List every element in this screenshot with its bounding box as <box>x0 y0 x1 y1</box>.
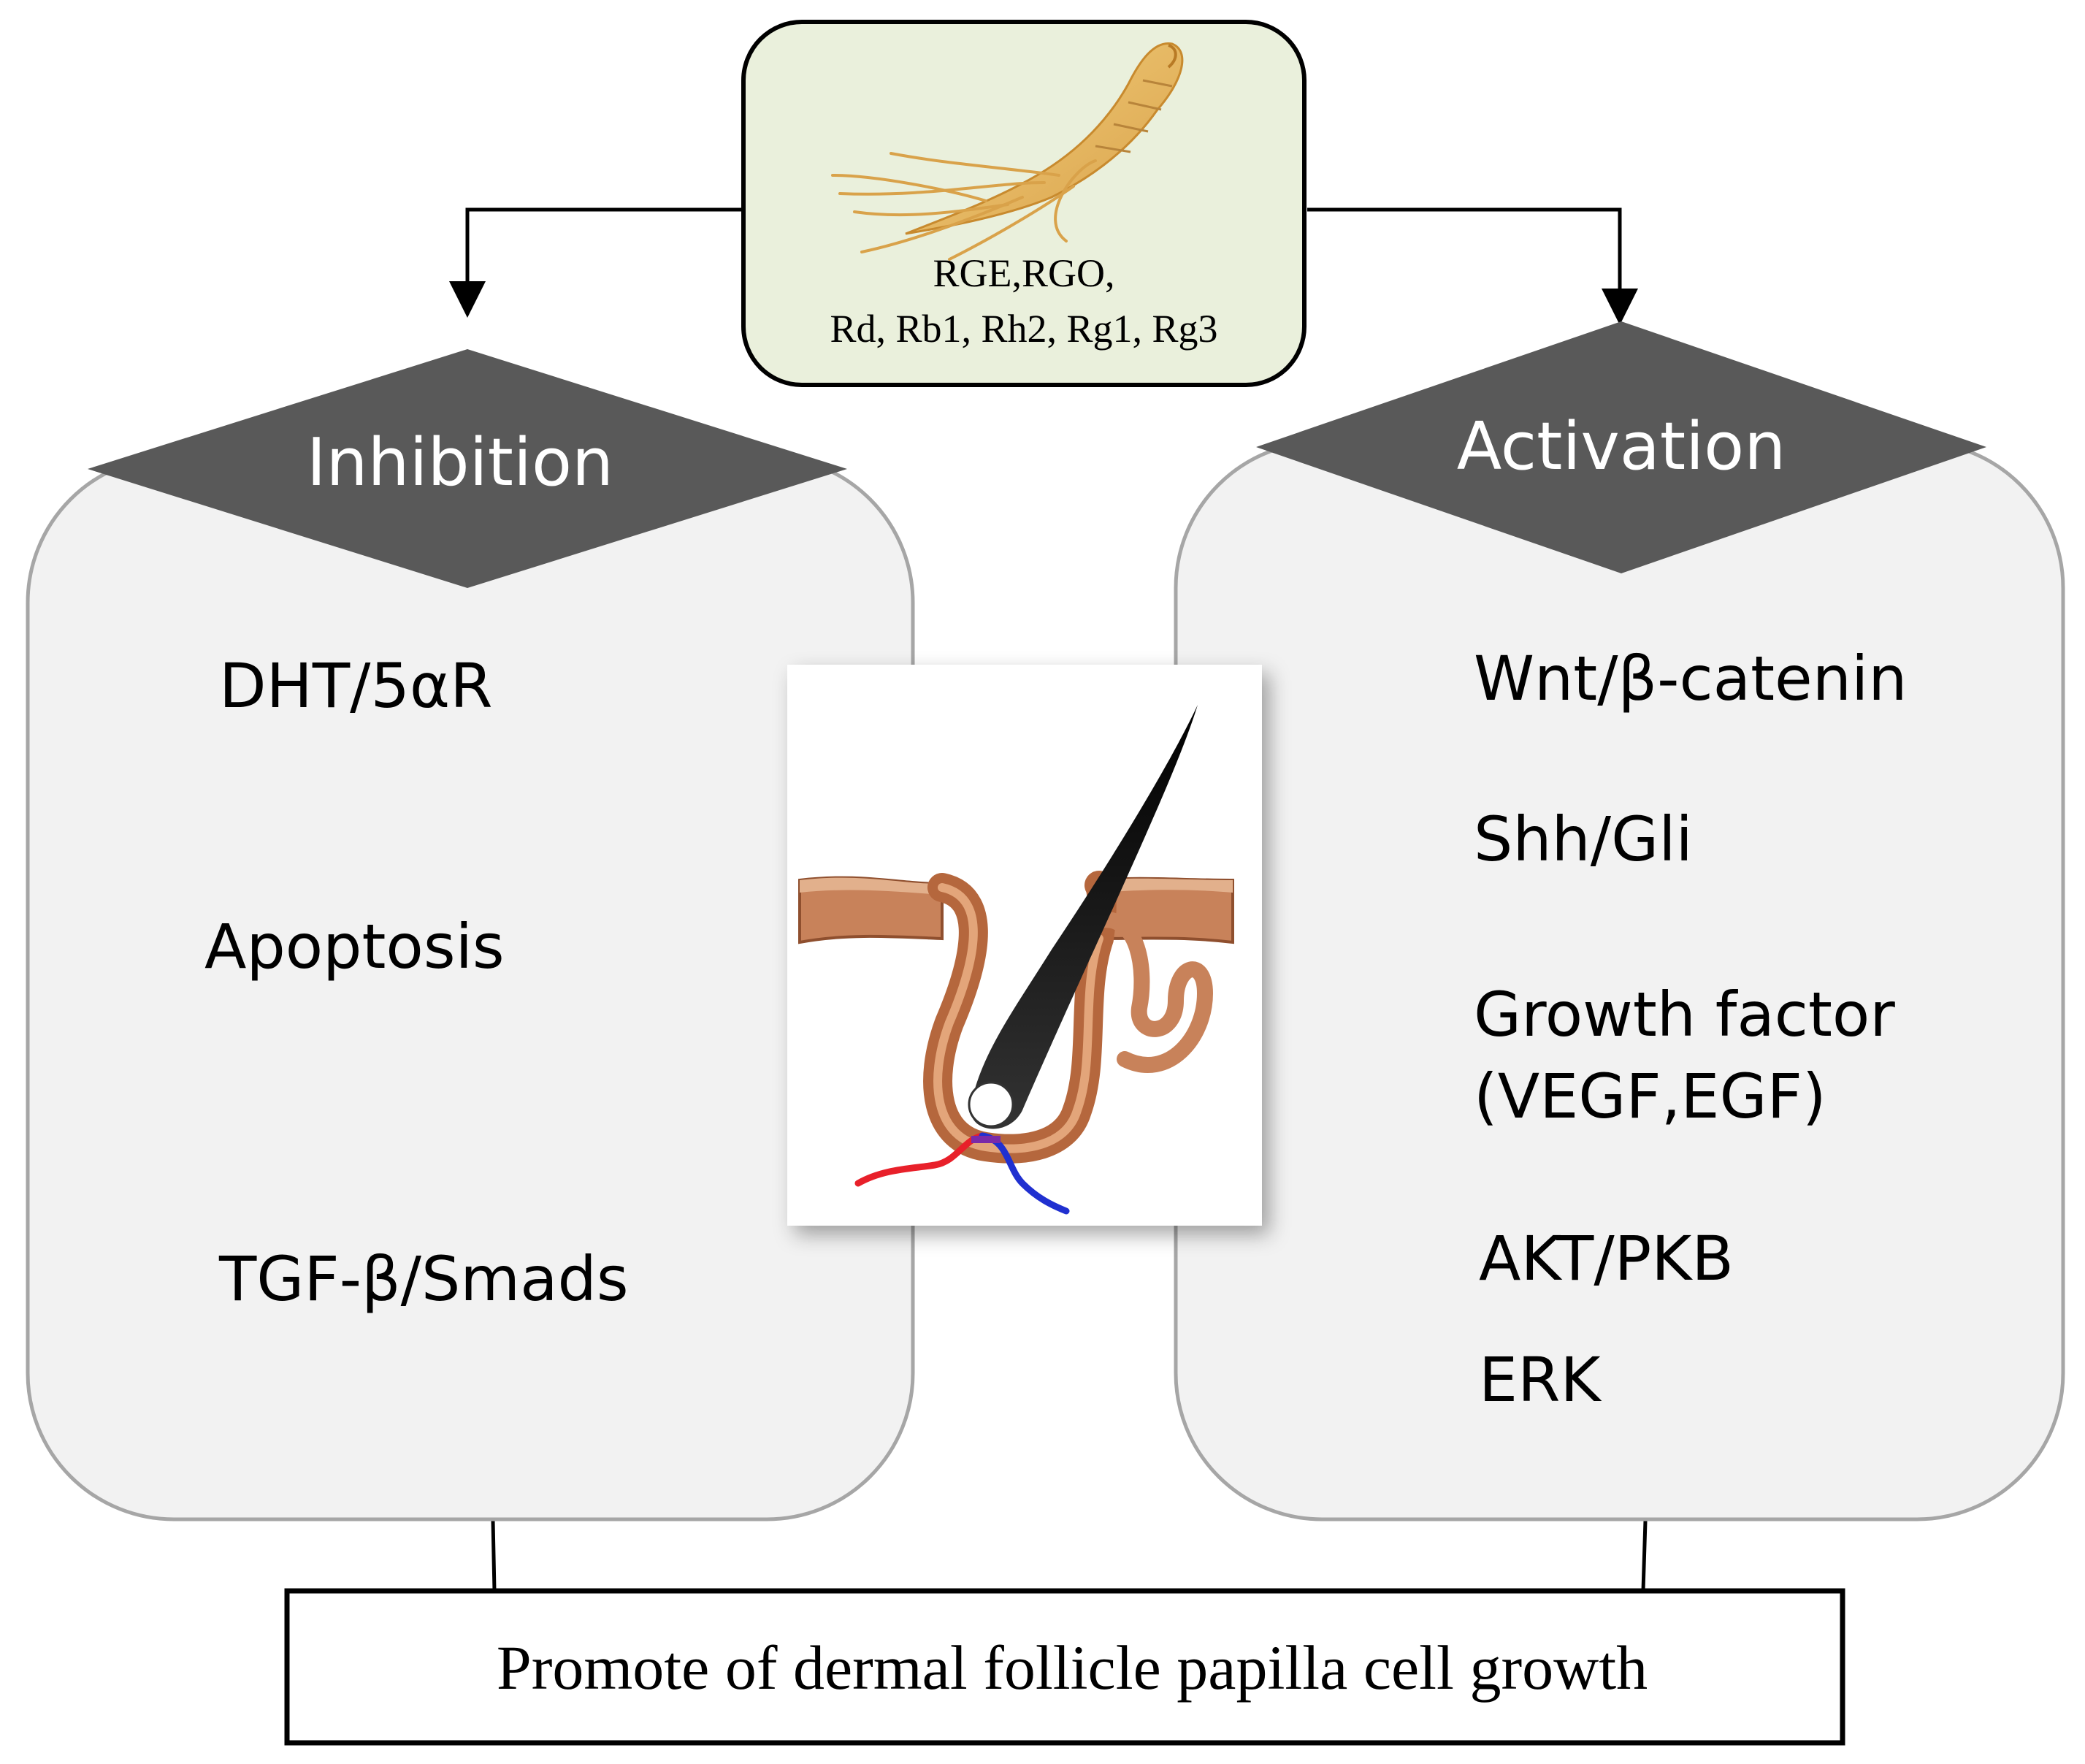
inhibition-header-diamond <box>88 349 847 588</box>
activation-item-akt: AKT/PKB <box>1479 1223 1734 1294</box>
source-to-activation-arrow <box>1307 207 1638 325</box>
source-box: RGE,RGO, Rd, Rb1, Rh2, Rg1, Rg3 <box>741 20 1307 387</box>
activation-to-result-line <box>1641 1520 1648 1592</box>
inhibition-panel: Inhibition DHT/5αR Apoptosis TGF-β/Smads <box>26 349 915 1521</box>
activation-panel: Activation Wnt/β-catenin Shh/Gli Growth … <box>1174 321 2065 1521</box>
ginseng-root-icon <box>831 42 1184 261</box>
inhibition-item-dht: DHT/5αR <box>219 650 493 722</box>
hair-follicle-icon <box>798 705 1234 1215</box>
inhibition-title: Inhibition <box>307 424 613 501</box>
activation-item-growth-factor: Growth factor <box>1474 979 1895 1050</box>
result-box: Promote of dermal follicle papilla cell … <box>284 1588 1845 1746</box>
inhibition-item-apoptosis: Apoptosis <box>204 911 505 982</box>
source-compounds-line2: Rd, Rb1, Rh2, Rg1, Rg3 <box>830 307 1217 351</box>
activation-item-wnt: Wnt/β-catenin <box>1474 643 1908 714</box>
activation-header-diamond <box>1256 321 1986 573</box>
activation-title: Activation <box>1457 408 1786 485</box>
result-label: Promote of dermal follicle papilla cell … <box>497 1633 1648 1703</box>
activation-item-erk: ERK <box>1479 1344 1602 1416</box>
activation-item-growth-factor-detail: (VEGF,EGF) <box>1474 1061 1826 1132</box>
hair-follicle-image <box>787 665 1262 1226</box>
inhibition-item-tgf: TGF-β/Smads <box>218 1243 629 1315</box>
activation-item-shh: Shh/Gli <box>1474 803 1693 875</box>
inhibition-to-result-line <box>491 1520 497 1592</box>
source-compounds-line1: RGE,RGO, <box>933 251 1114 295</box>
source-to-inhibition-arrow <box>449 207 741 318</box>
